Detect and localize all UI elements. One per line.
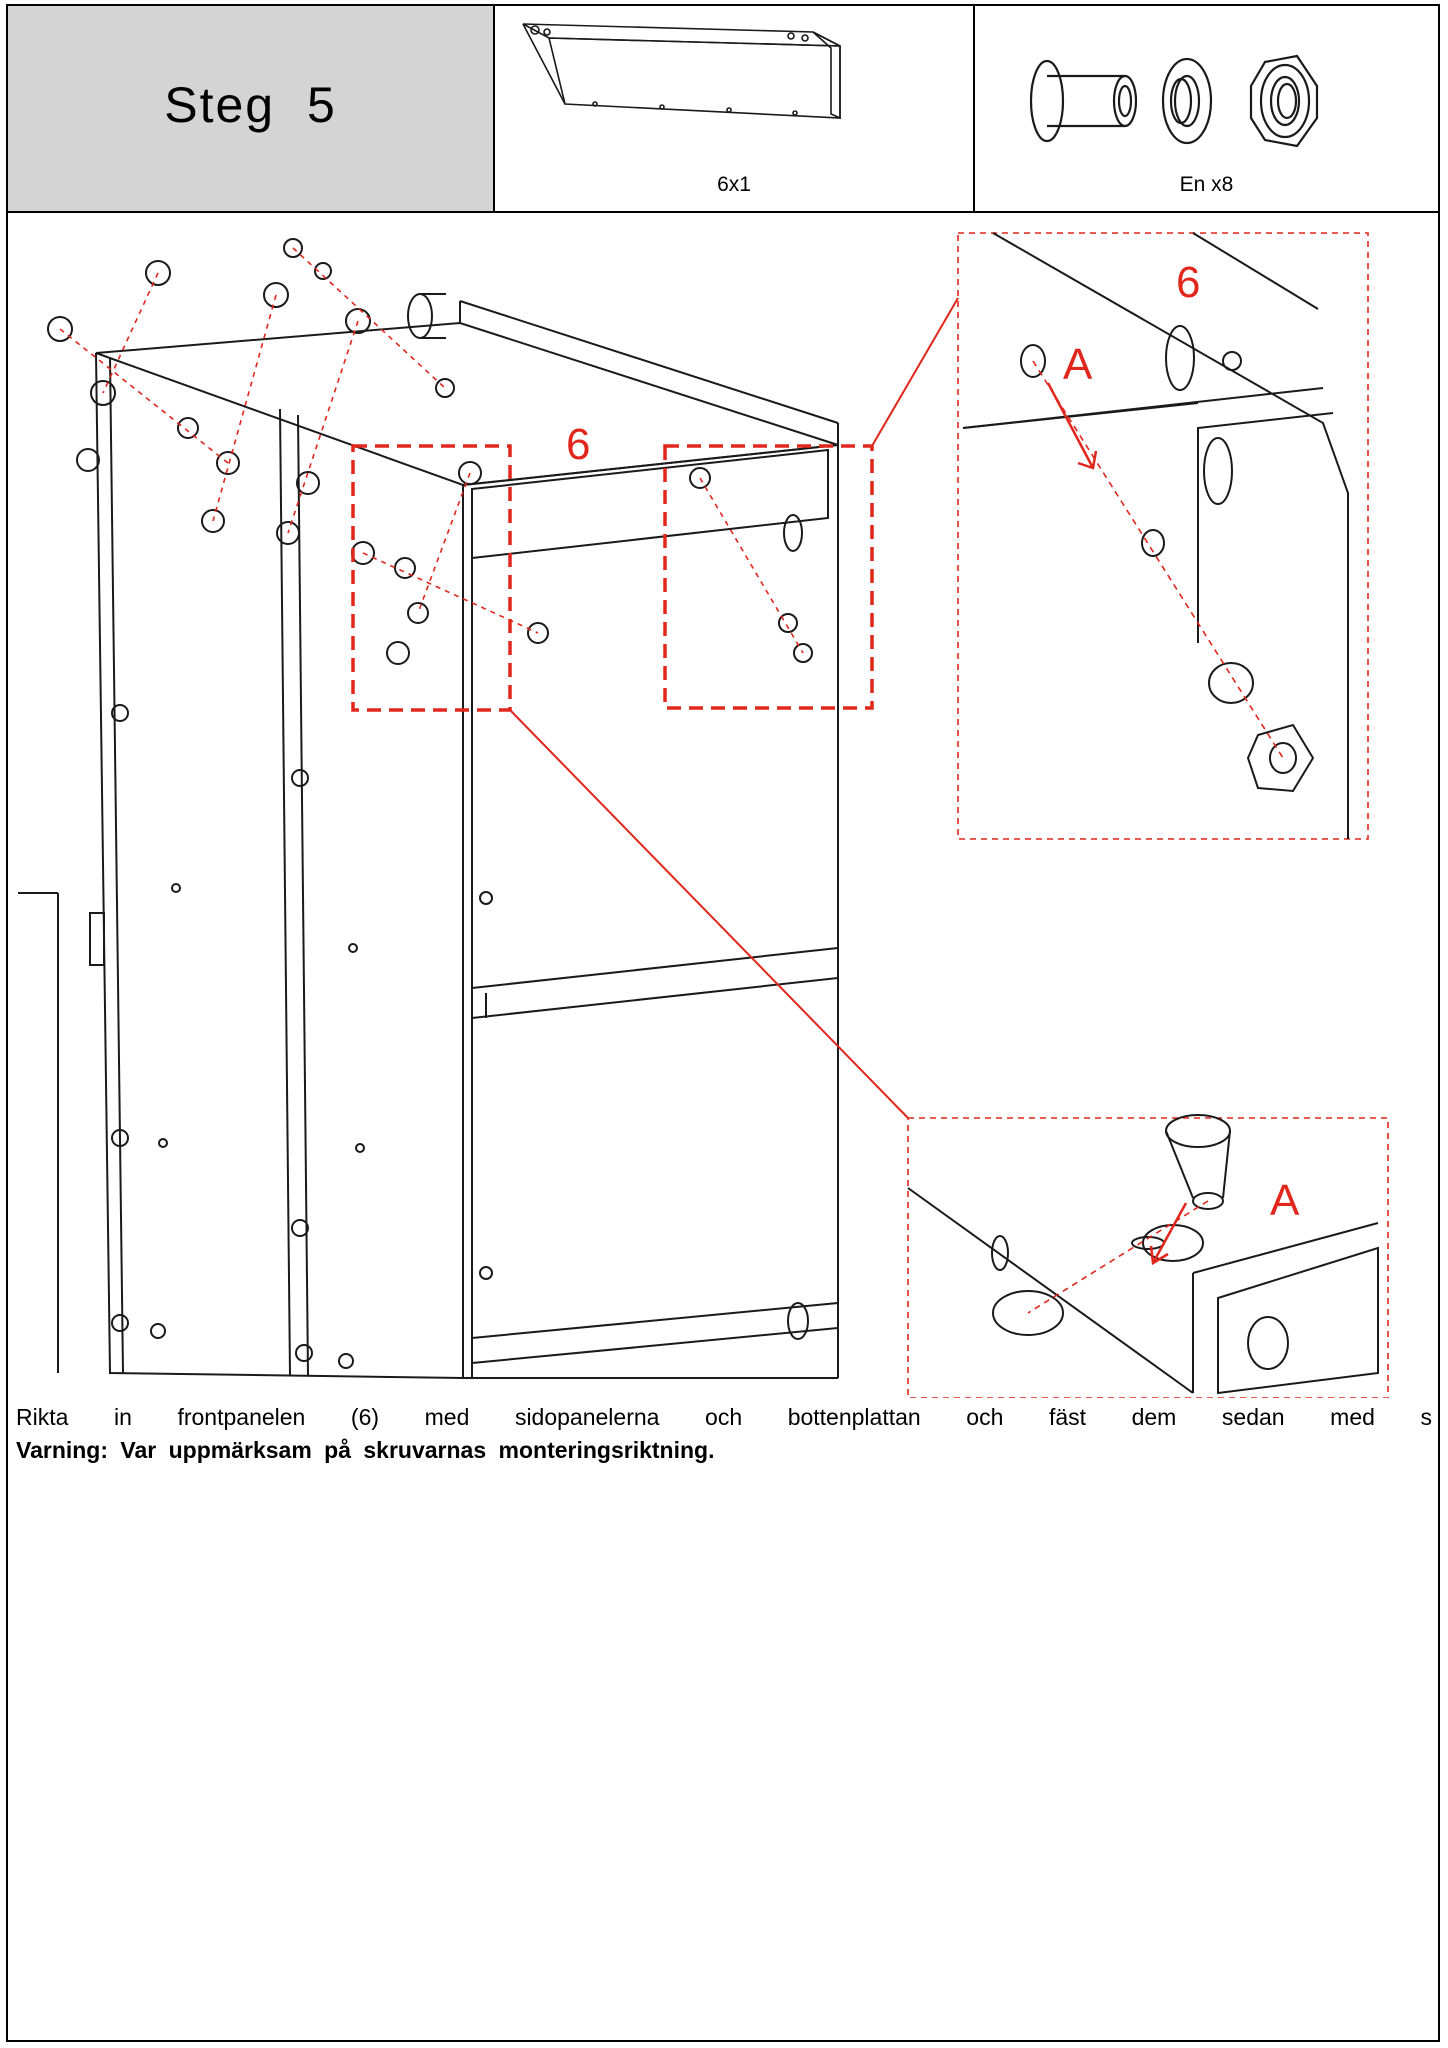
panel-quantity-caption: 6x1 — [717, 173, 751, 196]
hardware-quantity-caption: En x8 — [1179, 173, 1234, 196]
instructions-block: Rikta in frontpanelen (6) med sidopanele… — [16, 1401, 1432, 1467]
detail-region-left — [351, 444, 512, 712]
part-cell-hardware: En x8 — [975, 6, 1438, 211]
part-number-label-detail: 6 — [1176, 258, 1201, 307]
step-title: Steg 5 — [164, 76, 337, 133]
hardware-part-illustration — [1029, 54, 1319, 148]
screw-label-a-bottom: A — [1270, 1176, 1300, 1225]
part-number-label-main: 6 — [566, 420, 591, 469]
detail-region-right — [663, 444, 874, 710]
direction-arrow-top — [1046, 382, 1095, 469]
instruction-sheet: Steg 5 6x1 — [6, 4, 1440, 2042]
step-title-cell: Steg 5 — [8, 6, 495, 211]
part-cell-panel: 6x1 — [495, 6, 975, 211]
cabinet-left-face — [95, 352, 464, 1380]
screw-head-icon — [1029, 59, 1065, 143]
assembly-drawing: 6 6 A A — [8, 213, 1438, 1399]
instruction-text: Rikta in frontpanelen (6) med sidopanele… — [16, 1404, 1432, 1430]
nut-icon — [1249, 54, 1319, 148]
cabinet-assembly-illustration — [18, 232, 1389, 1399]
direction-arrow-bottom — [1151, 1202, 1188, 1264]
washer-icon — [1161, 57, 1213, 145]
detail-zoom-top — [957, 232, 1369, 840]
detail-zoom-bottom — [907, 1117, 1389, 1399]
step-header: Steg 5 6x1 — [8, 6, 1438, 213]
screw-label-a-top: A — [1063, 340, 1093, 389]
front-panel-part-illustration — [522, 23, 841, 120]
warning-text: Varning: Var uppmärksam på skruvarnas mo… — [16, 1437, 715, 1463]
